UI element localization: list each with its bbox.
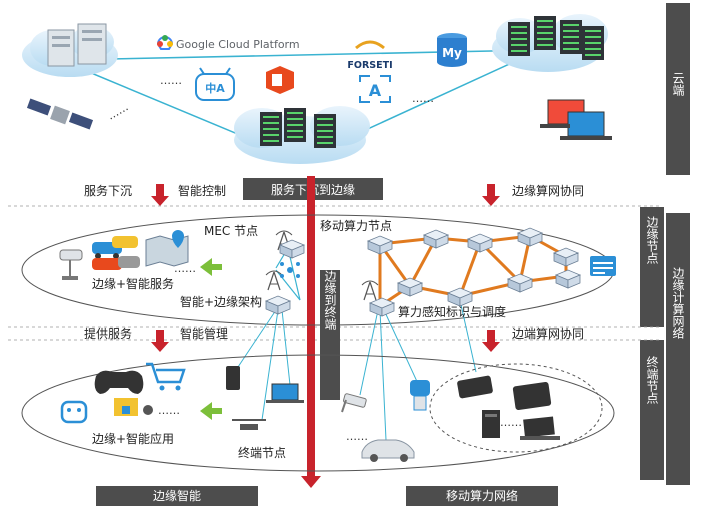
tablet-icon [512,381,552,411]
terminal-node-side-bar [640,340,664,480]
terminal-ellipsis-1: …… [158,404,180,417]
smart-control-label: 智能控制 [178,183,226,198]
collab-arrow-top [482,184,500,206]
edge-network-side-bar [666,213,690,485]
right-cloud-icon [492,14,608,72]
terminal-node-label: 终端节点 [238,445,286,460]
google-cloud-text: Google Cloud Platform [176,38,300,51]
robot-face-icon [60,400,88,424]
green-arrow-edge [200,258,222,276]
side-edge-network-label: 边缘计算网络 [671,267,685,339]
a-glyph: A [369,81,382,100]
a-app-icon: A [359,75,391,103]
forseti-text: FORSETI [347,60,392,71]
office-icon [266,66,294,94]
forseti-logo: FORSETI [347,40,393,71]
zhonga-icon: 中A [195,67,235,101]
upper-flow: 服务下沉 智能控制 服务下沉到边缘 边缘算网协同 [84,178,584,206]
map-icon [145,230,189,267]
cloud-side-bar [666,3,690,175]
car-icon [361,439,415,462]
edge-intelligence-label: 边缘智能 [153,488,201,503]
dashboard-icon [590,256,616,276]
network-node-icon [280,262,300,278]
main-down-arrow [301,176,321,488]
gamepad-icon [94,370,144,394]
smart-edge-arch-label: 智能+边缘架构 [180,294,262,309]
sink-arrow-left [151,184,169,206]
google-cloud-logo: Google Cloud Platform [156,35,300,51]
cloud-layer: Google Cloud Platform FORSETI My 中A A ……… [22,14,612,164]
pc-tower-icon [482,410,500,438]
left-cloud-icon [22,23,118,77]
smart-manage-label: 智能管理 [180,326,228,341]
mobile-network-label: 移动算力网络 [446,488,518,503]
cloud-ellipsis-1: …… [160,74,182,87]
cloud-ellipsis-3: …… [412,92,434,105]
device-cluster-ellipse [429,363,603,453]
edge-smart-service-label: 边缘+智能服务 [92,276,174,291]
edge-layer: MEC 节点 移动算力节点 [59,218,616,441]
vehicles-icon [92,236,140,270]
zhonga-glyph: 中A [205,81,225,95]
side-edge-node-label: 边缘节点 [645,216,659,264]
satellite-icon [26,98,94,130]
drone-icon [232,419,266,430]
green-arrow-terminal [200,402,222,420]
provide-service-label: 提供服务 [84,326,132,341]
compute-sensing-label: 算力感知标识与调度 [398,304,506,319]
terminal-ellipsis-2: …… [346,430,368,443]
service-sink-label: 服务下沉 [84,183,132,198]
robot-icon [410,380,430,411]
cloud-ellipsis-2: …… [105,100,131,122]
edge-node-side-bar [640,207,664,327]
mobile-network-box [406,486,558,506]
edge-to-terminal-box [320,270,340,400]
mobile-compute-node-label: 移动算力节点 [320,218,392,233]
edge-to-terminal-label: 边缘到终端 [323,270,337,331]
side-panel: 云端 边缘节点 终端节点 边缘计算网络 [640,3,690,485]
side-terminal-node-label: 终端节点 [645,355,659,404]
mec-node-label: MEC 节点 [204,224,258,238]
edge-smart-app-label: 边缘+智能应用 [92,431,174,446]
cctv-icon [341,393,367,413]
terminal-layer: …… 边缘+智能应用 终端节点 …… [60,362,560,462]
cart-icon [146,362,186,391]
laptop-icon [266,383,304,403]
mysql-icon: My [437,33,467,67]
camera-icon [59,249,83,280]
smartphone-icon [457,375,493,399]
terminal-laptop-icon [520,416,560,440]
mysql-glyph: My [442,46,462,60]
phone-icon [226,366,240,390]
edge-intelligence-box [96,486,258,506]
terminal-ellipsis-3: …… [500,416,522,429]
edge-compute-collab-label: 边缘算网协同 [512,183,584,198]
robot-arm-icon [114,398,153,416]
side-cloud-label: 云端 [671,72,685,97]
lower-flow: 提供服务 智能管理 边端算网协同 [84,326,584,352]
edge-side-collab-label: 边端算网协同 [512,326,584,341]
provide-arrow [151,330,169,352]
monitors-icon [540,99,612,140]
collab-arrow-bottom [482,330,500,352]
center-cloud-icon [234,106,370,164]
edge-ellipsis: …… [174,262,196,275]
terminal-ellipse [21,354,615,472]
